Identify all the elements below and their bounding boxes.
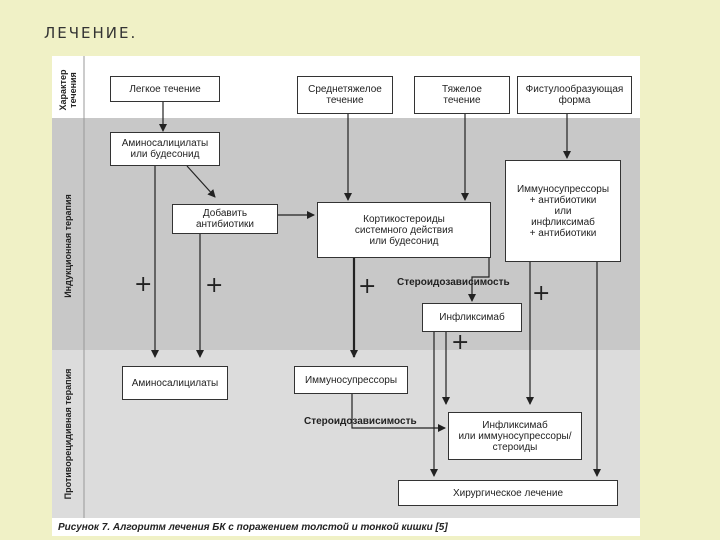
label-steroid-dependence-maintenance: Стероидозависимость <box>304 416 417 427</box>
plus-sign-3: + <box>358 274 377 299</box>
node-mild-course: Легкое течение <box>110 76 220 102</box>
plus-sign-1: + <box>134 272 153 297</box>
plus-sign-2: + <box>205 273 224 298</box>
plus-sign-5: + <box>451 330 470 355</box>
node-aminosalicylates-or-budesonide: Аминосалицилаты или будесонид <box>110 132 220 166</box>
node-surgery: Хирургическое лечение <box>398 480 618 506</box>
node-infliximab-or-immuno: Инфликсимаб или иммуносупрессоры/ стерои… <box>448 412 582 460</box>
node-infliximab: Инфликсимаб <box>422 303 522 332</box>
arrow-immunosuppressors-to-infliximab-or-immuno <box>351 394 446 432</box>
node-severe-course: Тяжелое течение <box>414 76 510 114</box>
band-label-maintenance: Противорецидивная терапия <box>63 368 73 500</box>
node-immunosuppressors: Иммуносупрессоры <box>294 366 408 394</box>
label-steroid-dependence-induction: Стероидозависимость <box>397 277 510 288</box>
arrow-aminosalicylates-or-budesonide-to-add-antibiotics <box>186 165 216 198</box>
node-fistulizing: Фистулообразующая форма <box>517 76 632 114</box>
treatment-algorithm-figure: Характер течения Индукционная терапия Пр… <box>52 56 640 536</box>
node-immuno-antibiotics: Иммуносупрессоры + антибиотики или инфли… <box>505 160 621 262</box>
arrow-corticosteroids-to-infliximab <box>468 258 490 302</box>
caption-strip <box>52 518 640 536</box>
node-moderate-course: Среднетяжелое течение <box>297 76 393 114</box>
figure-caption: Рисунок 7. Алгоритм лечения БК с поражен… <box>58 522 448 533</box>
node-corticosteroids: Кортикостероиды системного действия или … <box>317 202 491 258</box>
node-aminosalicylates: Аминосалицилаты <box>122 366 228 400</box>
slide-title: ЛЕЧЕНИЕ. <box>44 24 138 42</box>
band-label-character: Характер течения <box>58 69 78 111</box>
band-label-induction: Индукционная терапия <box>63 194 73 298</box>
plus-sign-4: + <box>532 281 551 306</box>
node-add-antibiotics: Добавить антибиотики <box>172 204 278 234</box>
